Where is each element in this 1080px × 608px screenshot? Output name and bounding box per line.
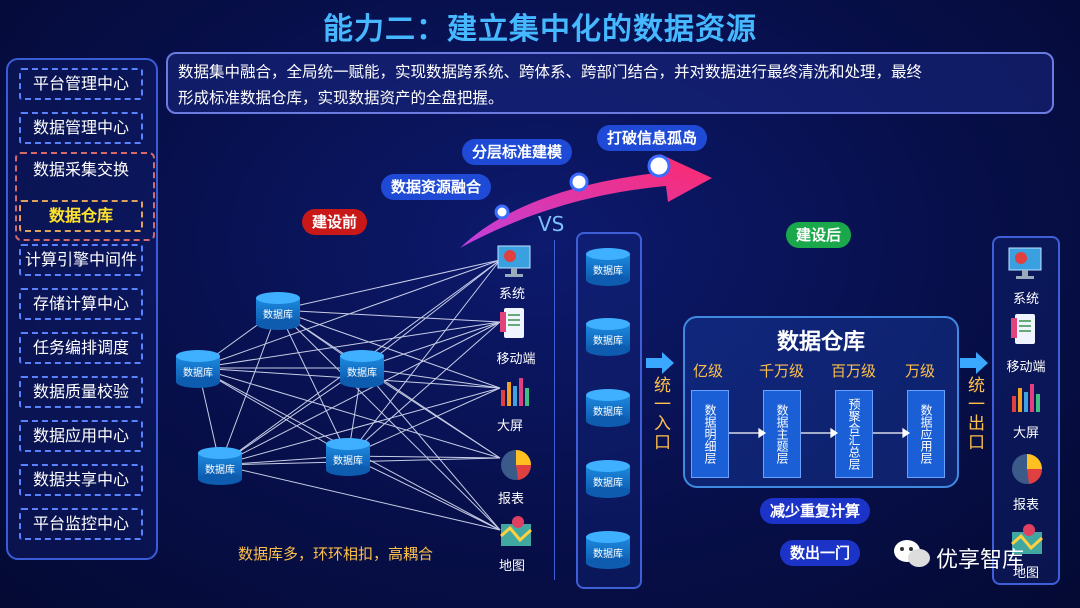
- milestone-dot-3: [647, 154, 671, 178]
- db-before-4: 数据库: [198, 447, 242, 485]
- monitor-icon-after: [1007, 246, 1043, 280]
- db-before-2: 数据库: [256, 292, 300, 330]
- tag-data-fusion: 数据资源融合: [381, 174, 492, 200]
- sidebar-item-task-scheduling[interactable]: 任务编排调度: [19, 332, 143, 364]
- progress-arrow: [460, 154, 712, 248]
- description-line-2: 形成标准数据仓库，实现数据资产的全盘把握。: [178, 89, 504, 107]
- tag-layered-modeling: 分层标准建模: [462, 139, 573, 165]
- result-reduce-computation: 减少重复计算: [760, 498, 871, 524]
- before-caption: 数据库多，环环相扣，高耦合: [238, 545, 434, 563]
- pie-chart-icon-after: [1009, 452, 1045, 486]
- target-label-big-screen: 大屏: [496, 419, 523, 434]
- layer-detail: 数据明细层: [691, 390, 729, 478]
- milestone-dot-1: [494, 204, 510, 220]
- sidebar-item-storage-compute[interactable]: 存储计算中心: [19, 288, 143, 320]
- divider-line: [554, 240, 555, 580]
- sidebar-item-data-warehouse[interactable]: 数据仓库: [19, 200, 143, 232]
- db-after-1: 数据库: [586, 248, 630, 286]
- sidebar-item-data-sharing[interactable]: 数据共享中心: [19, 464, 143, 496]
- pie-chart-icon: [498, 448, 534, 482]
- tag-break-silos: 打破信息孤岛: [597, 125, 708, 151]
- watermark-text: 优享智库: [936, 548, 1025, 573]
- layer-topic: 数据主题层: [763, 390, 801, 478]
- db-after-2: 数据库: [586, 318, 630, 356]
- result-single-source: 数出一门: [780, 540, 861, 566]
- bar-chart-icon: [498, 374, 534, 408]
- target-column: 系统 移动端 大屏 报表 地图: [992, 236, 1060, 585]
- db-after-5: 数据库: [586, 531, 630, 569]
- unified-exit-label: 统一出口: [964, 376, 984, 452]
- target-label-report: 报表: [497, 492, 524, 507]
- sidebar-item-data-quality[interactable]: 数据质量校验: [19, 376, 143, 408]
- layer-aggregate: 预聚合汇总层: [835, 390, 873, 478]
- db-before-5: 数据库: [326, 438, 370, 476]
- db-before-1: 数据库: [176, 350, 220, 388]
- map-icon: [498, 514, 534, 548]
- db-after-4: 数据库: [586, 460, 630, 498]
- monitor-icon: [496, 244, 532, 278]
- sidebar-item-compute-engine[interactable]: 计算引擎中间件: [19, 244, 143, 276]
- db-after-3: 数据库: [586, 389, 630, 427]
- sidebar-item-platform-management[interactable]: 平台管理中心: [19, 68, 143, 100]
- sidebar-item-data-collection[interactable]: 数据采集交换: [32, 160, 129, 179]
- exit-arrow-icon: [960, 352, 988, 374]
- after-target-label-map: 地图: [1012, 566, 1039, 581]
- mobile-icon-after: [1009, 312, 1045, 346]
- sidebar-item-data-application[interactable]: 数据应用中心: [19, 420, 143, 452]
- before-badge: 建设前: [302, 209, 368, 235]
- target-label-mobile: 移动端: [496, 352, 536, 367]
- level-label-2: 千万级: [759, 362, 805, 380]
- bar-chart-icon-after: [1009, 380, 1045, 414]
- target-label-map: 地图: [498, 559, 525, 574]
- mobile-icon: [498, 306, 534, 340]
- page-title: 能力二：建立集中化的数据资源: [323, 12, 757, 47]
- after-target-label-big-screen: 大屏: [1012, 426, 1039, 441]
- milestone-dot-2: [569, 172, 589, 192]
- sidebar: 平台管理中心 数据管理中心 数据采集交换 数据仓库 计算引擎中间件 存储计算中心…: [6, 58, 158, 560]
- after-target-label-report: 报表: [1012, 498, 1039, 513]
- entry-arrow-icon: [646, 352, 674, 374]
- wechat-icon: [892, 538, 932, 574]
- level-label-3: 百万级: [831, 362, 877, 380]
- vs-label: VS: [538, 212, 565, 236]
- warehouse-title: 数据仓库: [776, 330, 865, 355]
- layer-flow-arrows: [729, 427, 911, 439]
- source-db-column: 数据库 数据库 数据库 数据库 数据库: [576, 232, 642, 589]
- after-badge: 建设后: [786, 222, 852, 248]
- sidebar-highlight-group: [15, 152, 155, 241]
- sidebar-item-platform-monitoring[interactable]: 平台监控中心: [19, 508, 143, 540]
- description-box: 数据集中融合，全局统一赋能，实现数据跨系统、跨体系、跨部门结合，并对数据进行最终…: [166, 52, 1054, 114]
- map-icon-after: [1009, 522, 1045, 556]
- level-label-1: 亿级: [693, 362, 724, 380]
- data-warehouse-box: 数据仓库 亿级 千万级 百万级 万级 数据明细层 数据主题层 预聚合汇总层 数据…: [683, 316, 959, 488]
- after-target-label-mobile: 移动端: [1006, 360, 1046, 375]
- target-label-system: 系统: [498, 287, 525, 302]
- layer-application: 数据应用层: [907, 390, 945, 478]
- sidebar-item-data-management[interactable]: 数据管理中心: [19, 112, 143, 144]
- description-line-1: 数据集中融合，全局统一赋能，实现数据跨系统、跨体系、跨部门结合，并对数据进行最终…: [178, 63, 923, 81]
- level-label-4: 万级: [905, 362, 936, 380]
- after-target-label-system: 系统: [1012, 292, 1039, 307]
- coupling-lines: [197, 259, 501, 531]
- db-before-3: 数据库: [340, 350, 384, 388]
- unified-entry-label: 统一入口: [650, 376, 670, 452]
